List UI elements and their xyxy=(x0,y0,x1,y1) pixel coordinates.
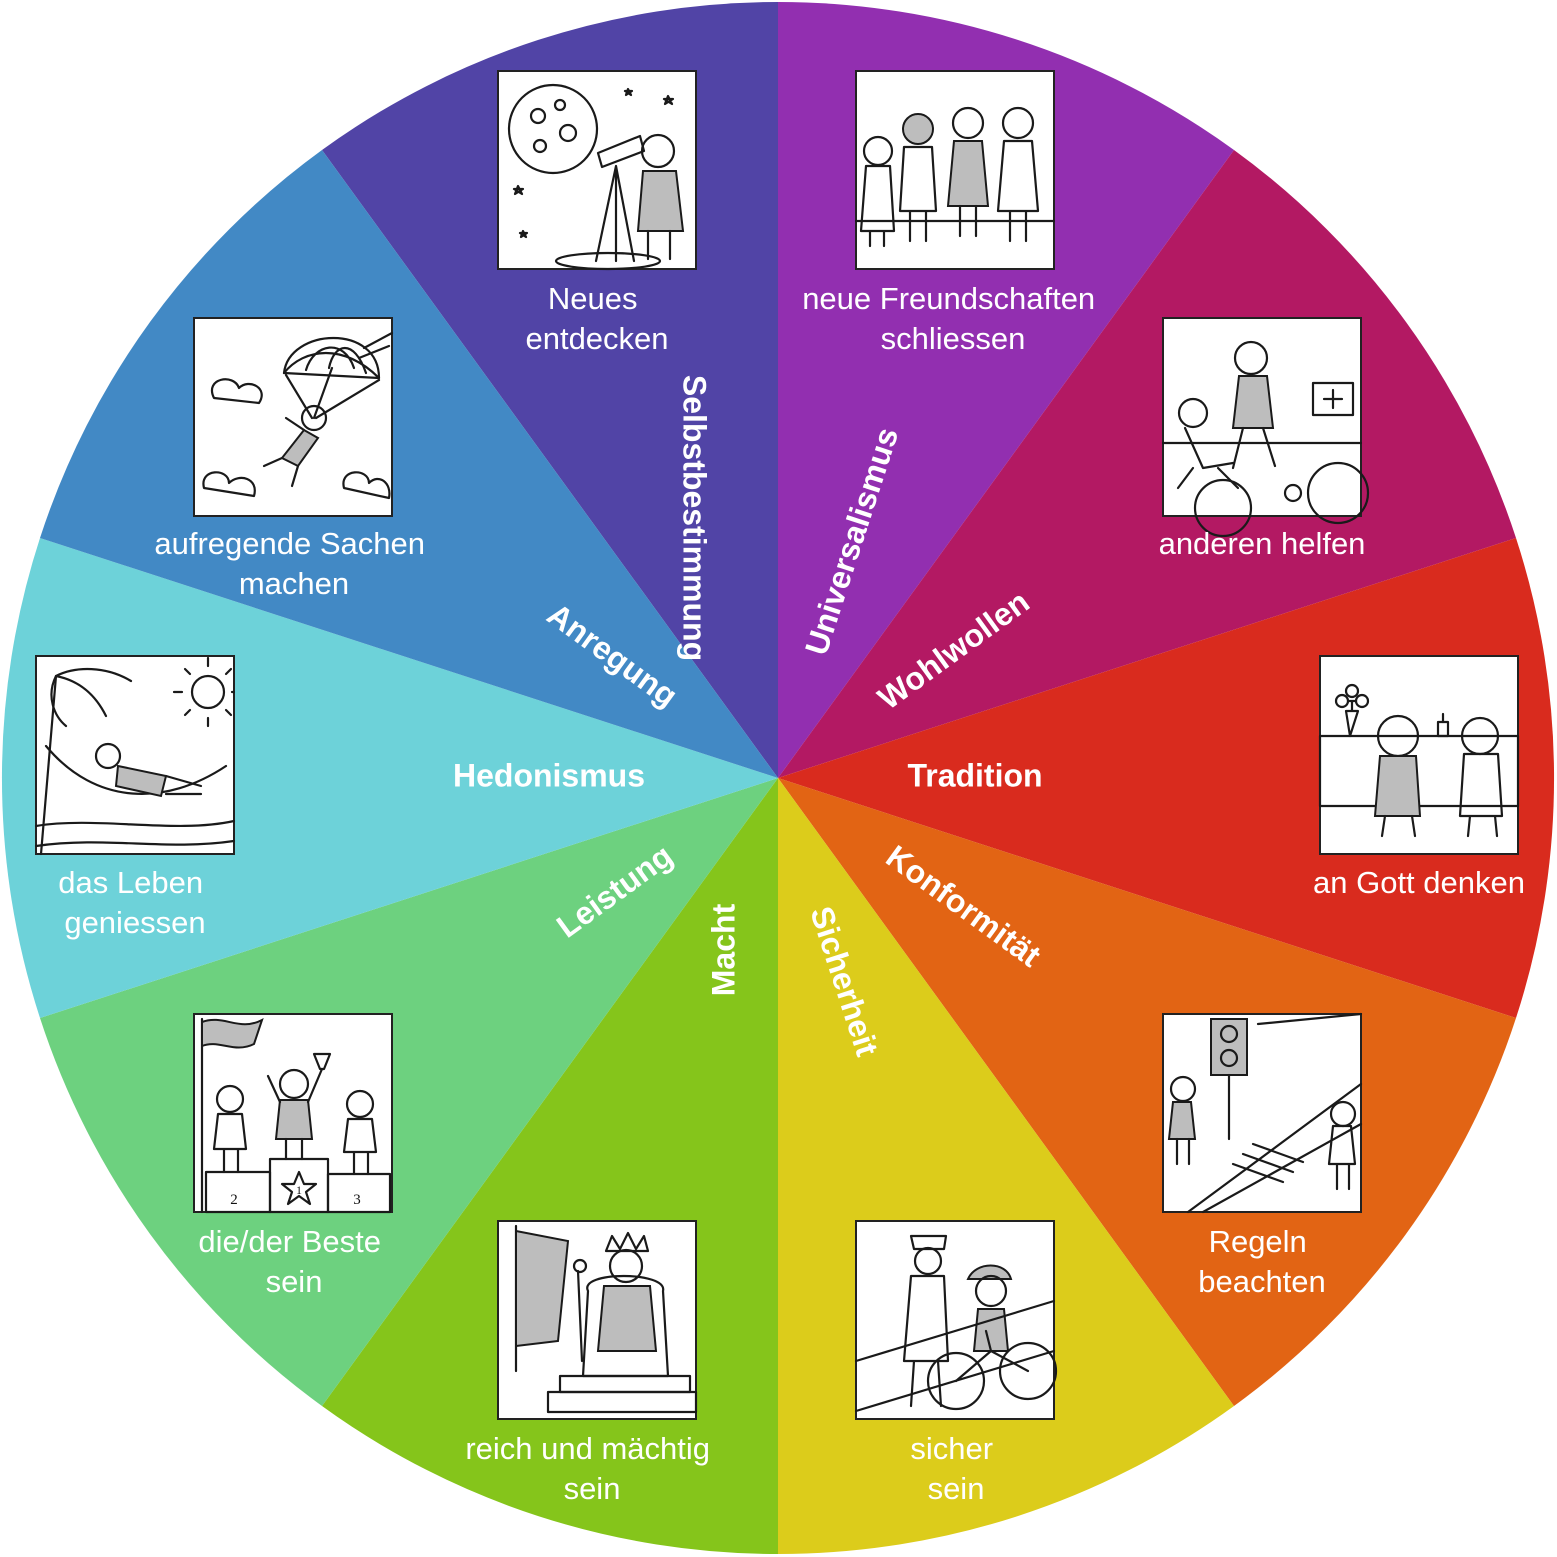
label-hedonismus: Hedonismus xyxy=(453,757,645,793)
caption-gott: an Gott denken xyxy=(1313,865,1525,900)
caption-reich: reich und mächtig sein xyxy=(465,1431,718,1506)
podium-number-1: 1 xyxy=(296,1183,302,1197)
caption-helfen: anderen helfen xyxy=(1159,526,1366,561)
caption-neues-entdecken: Neues entdecken xyxy=(525,281,668,356)
altar-candle-prayer-icon xyxy=(1318,655,1520,855)
traffic-light-crossing-icon xyxy=(1162,1012,1363,1214)
bike-helmet-police-icon xyxy=(854,1220,1058,1420)
caption-beste: die/der Beste sein xyxy=(198,1224,389,1299)
caption-leben: das Leben geniessen xyxy=(58,865,211,940)
label-tradition: Tradition xyxy=(907,757,1042,793)
podium-number-3: 3 xyxy=(353,1192,361,1208)
captions: Neues entdecken neue Freundschaften schl… xyxy=(58,281,1525,1506)
segment-leistung xyxy=(40,778,778,1406)
label-macht: Macht xyxy=(705,903,741,996)
group-of-children-icon xyxy=(854,70,1056,270)
telescope-stars-icon xyxy=(497,70,697,271)
segment-wohlwollen xyxy=(778,150,1516,778)
caption-sicher: sicher sein xyxy=(910,1431,1001,1506)
hammock-sun-icon xyxy=(34,655,236,856)
segment-konformitaet xyxy=(778,778,1516,1406)
caption-regeln: Regeln beachten xyxy=(1198,1224,1326,1299)
winner-podium-icon: 2 1 3 xyxy=(193,1013,393,1214)
caption-aufregend: aufregende Sachen machen xyxy=(154,526,433,601)
king-throne-icon xyxy=(497,1220,698,1420)
label-selbstbestimmung: Selbstbestimmung xyxy=(677,375,713,661)
parachute-icon xyxy=(193,317,394,517)
first-aid-helping-icon xyxy=(1161,317,1370,538)
podium-number-2: 2 xyxy=(230,1192,238,1208)
pictures: 2 1 3 xyxy=(34,70,1520,1420)
segment-anregung xyxy=(40,150,778,778)
caption-freundschaften: neue Freundschaften schliessen xyxy=(802,281,1104,356)
